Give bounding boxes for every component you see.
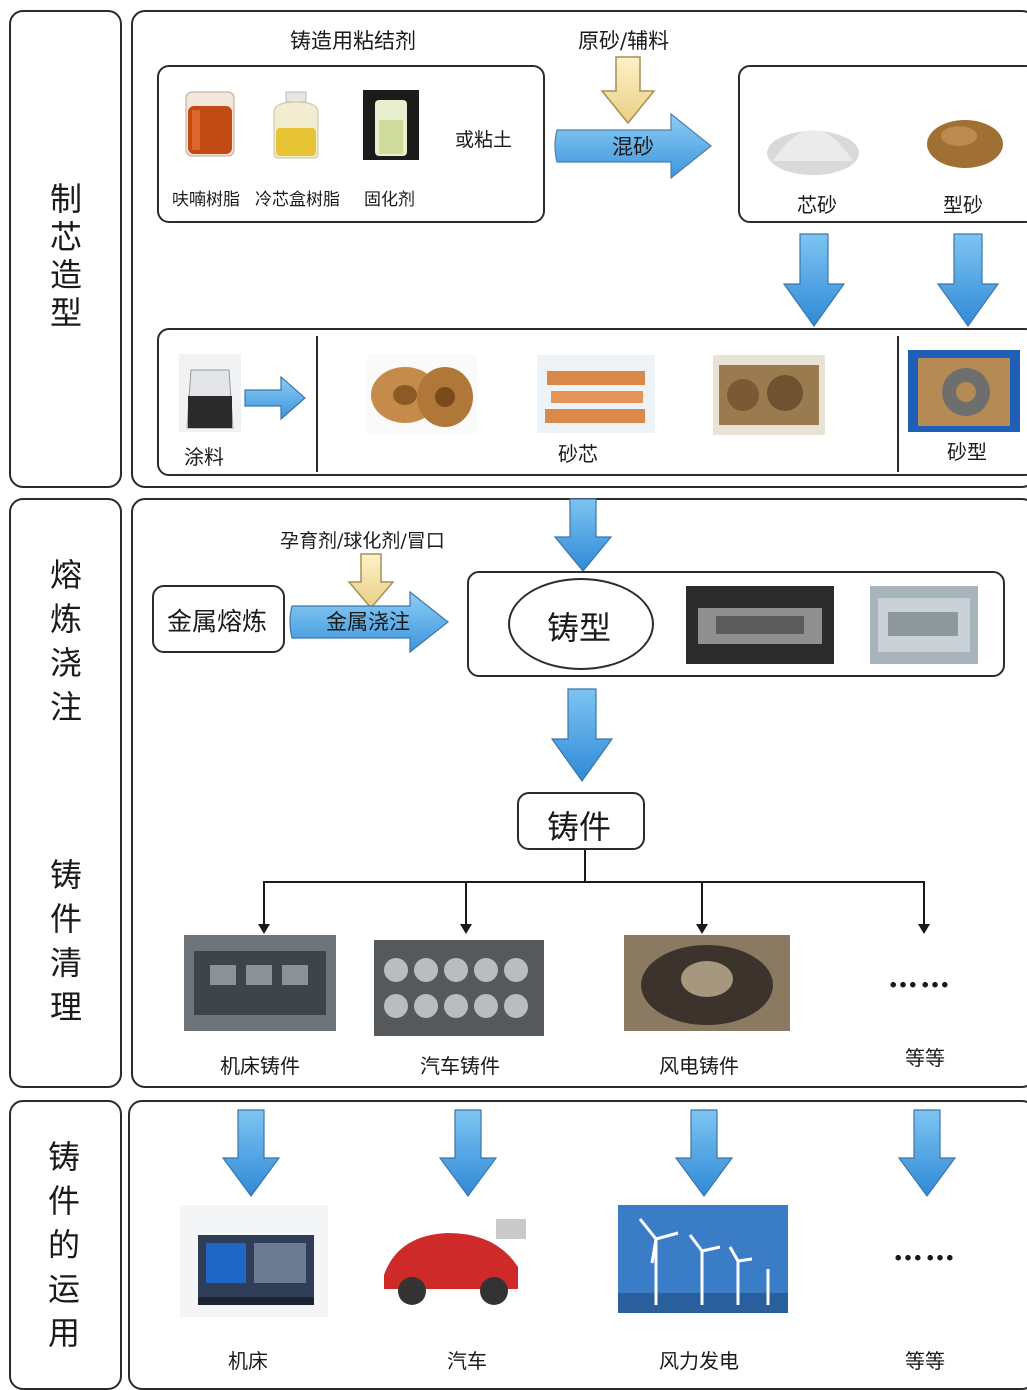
mixing-arrow-label: 混砂 <box>612 135 654 159</box>
sand-mold-photo <box>908 350 1020 432</box>
furan-resin-beaker-image <box>180 88 240 160</box>
core-sand-down-arrow <box>782 232 846 328</box>
casting-item-auto: 汽车铸件 <box>420 1054 500 1078</box>
content-panel-core-making <box>131 10 1027 488</box>
section-panel-core-making <box>9 10 122 488</box>
core-sand-image <box>765 105 860 177</box>
additives-arrow <box>345 552 397 610</box>
sand-core-label: 砂芯 <box>558 442 598 466</box>
castings-ellipsis: …… <box>888 960 952 995</box>
mold-sand-label: 型砂 <box>943 193 983 217</box>
mold-down-arrow <box>553 497 613 573</box>
app-arrow-etc <box>897 1108 957 1198</box>
mixing-input-arrow <box>598 55 658 125</box>
coating-arrow <box>243 375 307 421</box>
sand-core-photo-1 <box>367 355 477 433</box>
mixing-input-label: 原砂/辅料 <box>578 29 670 53</box>
section-panel-melting-cleaning <box>9 498 122 1088</box>
metal-melting-label: 金属熔炼 <box>167 607 268 636</box>
app-arrow-machine-tool <box>221 1108 281 1198</box>
mold-label: 铸型 <box>547 609 612 647</box>
car-photo <box>378 1205 538 1317</box>
casting-item-wind: 风电铸件 <box>659 1054 739 1078</box>
sand-core-photo-2 <box>537 355 655 433</box>
casting-item-etc: 等等 <box>905 1046 945 1070</box>
casting-box <box>517 792 645 850</box>
application-item-wind: 风力发电 <box>659 1349 739 1373</box>
section-label-cleaning: 铸件清理 <box>45 858 83 1034</box>
auto-casting-photo <box>374 940 544 1036</box>
casting-item-machine-tool: 机床铸件 <box>220 1054 300 1078</box>
binder-title: 铸造用粘结剂 <box>290 29 416 53</box>
mold-photo-2 <box>870 586 978 664</box>
pouring-arrow <box>288 590 450 654</box>
section-label-core-making: 制芯造型 <box>45 182 83 334</box>
casting-label: 铸件 <box>547 808 612 846</box>
machine-tool-photo <box>180 1205 328 1317</box>
mold-photo-1 <box>686 586 834 664</box>
coating-bucket-image <box>179 354 241 432</box>
wind-casting-photo <box>624 935 790 1031</box>
casting-down-arrow <box>550 687 614 783</box>
pouring-arrow-label: 金属浇注 <box>326 610 410 634</box>
application-item-auto: 汽车 <box>447 1349 487 1373</box>
applications-ellipsis: …… <box>893 1233 957 1268</box>
additives-label: 孕育剂/球化剂/冒口 <box>280 530 445 552</box>
binder-item-cold-box: 冷芯盒树脂 <box>255 190 340 210</box>
binder-item-hardener: 固化剂 <box>364 190 415 210</box>
casting-branch-lines <box>250 850 950 940</box>
mold-sand-down-arrow <box>936 232 1000 328</box>
core-sand-label: 芯砂 <box>797 193 837 217</box>
app-arrow-wind <box>674 1108 734 1198</box>
mold-sand-image <box>925 110 1005 170</box>
application-item-etc: 等等 <box>905 1349 945 1373</box>
sand-core-photo-3 <box>713 355 825 435</box>
binder-box <box>157 65 545 223</box>
machine-tool-casting-photo <box>184 935 336 1031</box>
mixing-arrow <box>553 112 713 180</box>
cold-box-resin-jar-image <box>268 90 324 160</box>
cores-row-divider-right <box>897 336 899 472</box>
wind-power-photo <box>618 1205 788 1313</box>
coating-label: 涂料 <box>184 445 224 469</box>
cores-row-divider-left <box>316 336 318 472</box>
metal-melting-box <box>152 585 285 653</box>
sand-mold-label: 砂型 <box>947 440 987 464</box>
binder-alt-clay: 或粘土 <box>455 129 513 151</box>
section-label-application: 铸件的运用 <box>43 1140 81 1360</box>
mold-ellipse <box>508 578 654 670</box>
application-item-machine-tool: 机床 <box>228 1349 268 1373</box>
app-arrow-auto <box>438 1108 498 1198</box>
binder-item-furan: 呋喃树脂 <box>172 190 240 210</box>
hardener-bottle-image <box>363 90 419 160</box>
section-label-melting-pouring: 熔炼浇注 <box>45 558 83 734</box>
